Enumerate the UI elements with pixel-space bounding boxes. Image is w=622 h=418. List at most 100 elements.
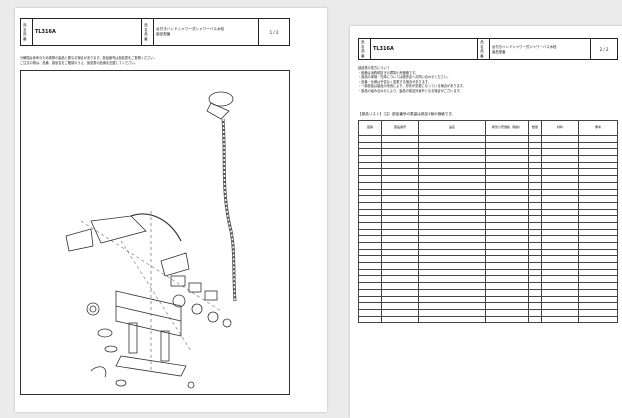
table-row [358,275,618,284]
table-cell [578,268,618,277]
table-cell [485,315,529,324]
table-cell [358,315,382,324]
table-cell [528,161,542,170]
table-cell [578,135,618,143]
table-cell [418,315,486,324]
table-cell [528,188,542,197]
table-row [358,255,618,264]
table-cell [578,288,618,297]
table-cell [358,235,382,243]
table-cell [358,308,382,317]
table-cell [485,302,529,310]
table-cell [528,215,542,223]
table-cell [578,228,618,237]
table-row [358,168,618,177]
table-cell [358,141,382,150]
handle-left [65,228,94,252]
col-material: 材料 [541,120,579,136]
table-cell [381,135,419,143]
model-label: 製品型番 [492,50,506,54]
table-row [358,155,618,163]
table-cell [381,215,419,223]
table-cell [381,208,419,217]
note-line: 分解図は参考のため実際の製品と異なる場合があります。部品番号は部品表をご参照くだ… [20,56,157,60]
table-cell [528,262,542,270]
table-cell [528,148,542,157]
document-page-left [15,8,327,412]
table-cell [578,242,618,250]
table-cell [578,308,618,317]
table-row [358,208,618,217]
handle-right [160,252,190,277]
table-cell [418,148,486,157]
table-cell [541,308,579,317]
table-row [358,181,618,190]
table-cell [541,255,579,264]
table-cell [358,255,382,264]
table-cell [578,235,618,243]
table-cell [358,275,382,284]
table-cell [418,201,486,210]
table-cell [358,168,382,177]
table-cell [358,228,382,237]
page-number: 2 / 2 [599,46,609,52]
table-cell [578,275,618,284]
table-cell [578,181,618,190]
table-cell [358,302,382,310]
table-row [358,195,618,203]
table-row [358,228,618,237]
table-cell [418,235,486,243]
parts-table-header: 図番 部品番号 品名 希望小売価格（税抜） 数量 材料 備考 [358,120,618,136]
note-line: ・部品の組み合わせにより、製品の保証対象外となる場合がございます。 [358,88,463,93]
table-row [358,262,618,270]
note-line: ・一部部品は製品の改良により、形状が変更になっている場合があります。 [358,84,466,89]
table-cell [358,181,382,190]
table-cell [528,195,542,203]
col-price: 希望小売価格（税抜） [485,120,529,136]
table-cell [485,155,529,163]
table-cell [418,255,486,264]
table-cell [358,215,382,223]
right-header: 品名 品番 TL316A 品名 品番 台付きハンドシャワー式シャワーバス水栓 製… [358,38,618,60]
label-code-2: 品番 [480,49,484,58]
table-cell [358,201,382,210]
table-cell [418,242,486,250]
table-cell [541,148,579,157]
table-cell [528,268,542,277]
table-cell [541,248,579,257]
table-cell [541,302,579,310]
table-cell [358,242,382,250]
label-code: 品番 [361,49,365,58]
table-cell [578,195,618,203]
table-cell [528,302,542,310]
table-cell [485,275,529,284]
table-cell [541,168,579,177]
table-cell [358,195,382,203]
table-cell [541,155,579,163]
table-cell [578,148,618,157]
table-cell [358,268,382,277]
table-cell [485,235,529,243]
table-cell [528,255,542,264]
table-row [358,315,618,324]
table-row [358,161,618,170]
table-cell [528,201,542,210]
table-row [358,288,618,297]
table-cell [418,195,486,203]
table-cell [485,181,529,190]
table-cell [418,228,486,237]
table-cell [381,302,419,310]
table-row [358,242,618,250]
table-cell [358,282,382,290]
table-cell [578,248,618,257]
shower-head-body [206,102,230,120]
table-cell [541,135,579,143]
table-cell [578,315,618,324]
table-cell [485,141,529,150]
table-cell [528,155,542,163]
table-row [358,295,618,304]
table-cell [358,262,382,270]
faucet-body [115,290,182,337]
table-cell [485,268,529,277]
table-cell [485,135,529,143]
